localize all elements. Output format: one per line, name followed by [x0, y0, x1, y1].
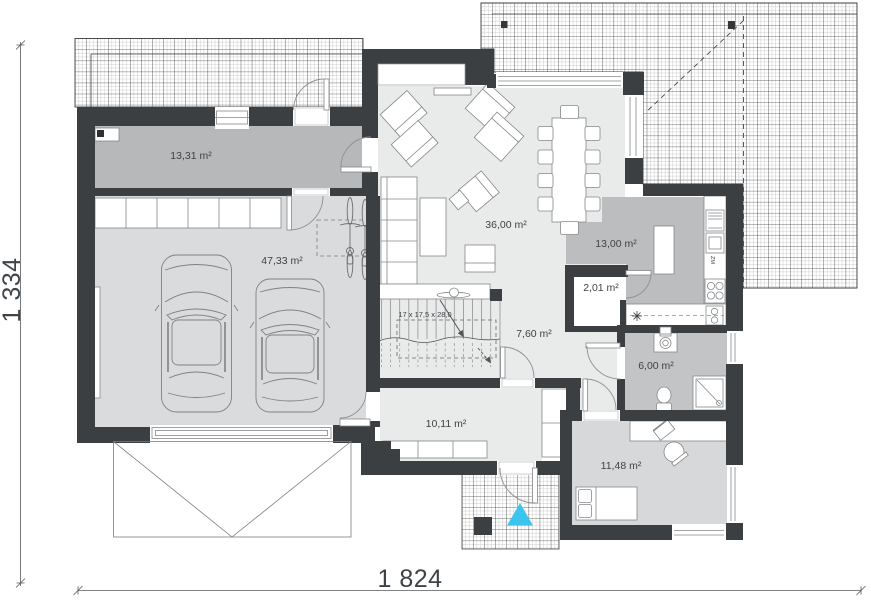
svg-text:47,33 m²: 47,33 m²	[261, 255, 303, 267]
svg-text:6,00 m²: 6,00 m²	[638, 360, 674, 372]
svg-text:ZM: ZM	[709, 256, 715, 264]
svg-text:1 824: 1 824	[377, 565, 442, 593]
svg-text:1 334: 1 334	[0, 257, 26, 322]
svg-text:7,60 m²: 7,60 m²	[516, 328, 552, 340]
svg-text:10,11 m²: 10,11 m²	[426, 418, 467, 430]
svg-text:36,00 m²: 36,00 m²	[485, 219, 527, 231]
svg-text:13,00 m²: 13,00 m²	[595, 238, 637, 250]
svg-text:2,01 m²: 2,01 m²	[583, 282, 619, 294]
svg-text:13,31 m²: 13,31 m²	[170, 150, 212, 162]
svg-text:11,48 m²: 11,48 m²	[601, 460, 642, 472]
svg-text:17 x 17,5 x 28,0: 17 x 17,5 x 28,0	[398, 310, 451, 319]
